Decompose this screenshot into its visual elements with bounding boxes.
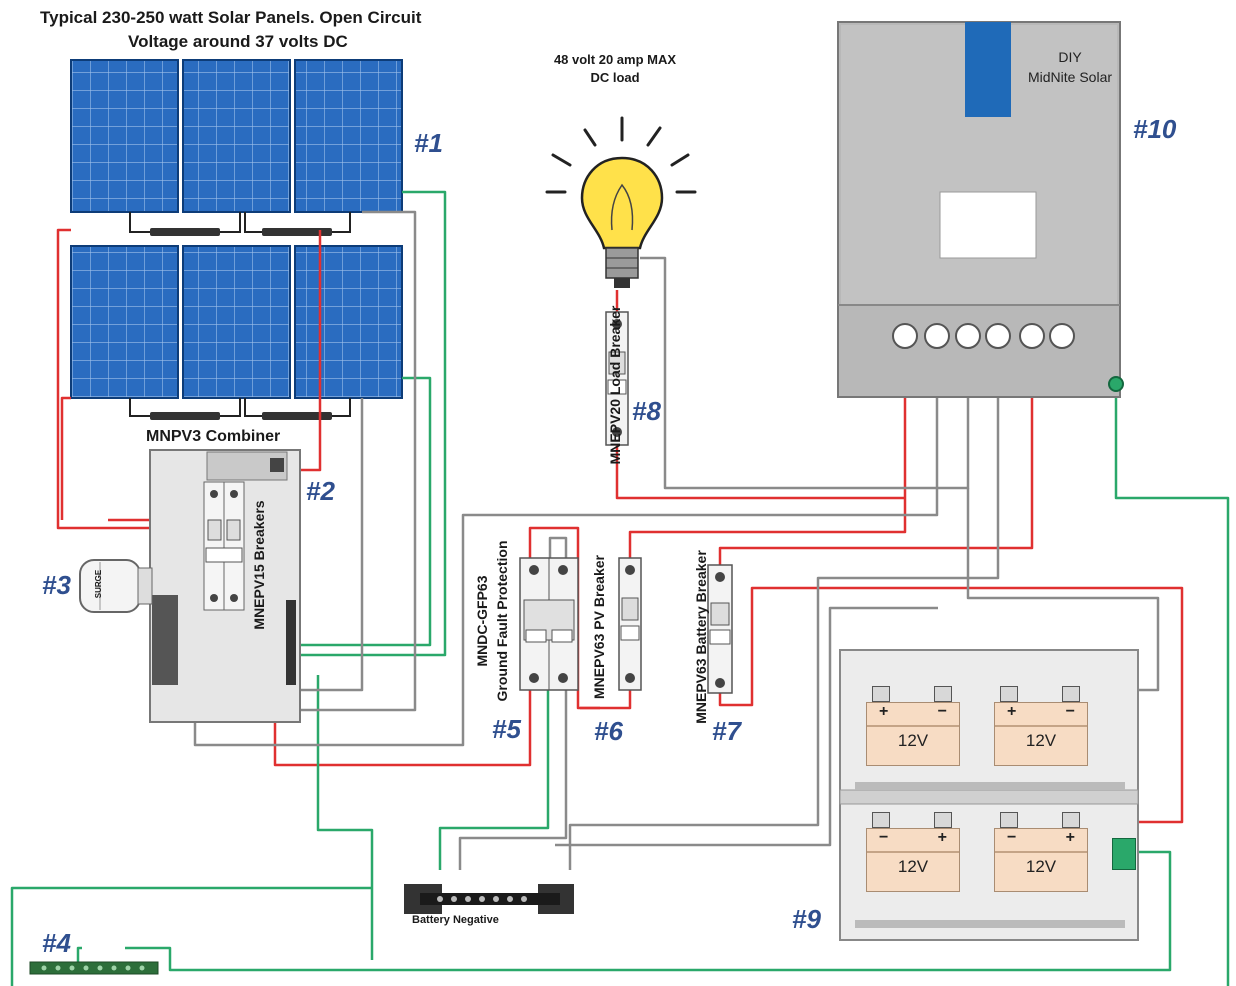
battery-12v: + −12V (866, 702, 960, 766)
ground-bus-bar (29, 961, 159, 975)
solar-panel-3 (294, 59, 403, 213)
battery-terminal-sign: − (1007, 829, 1017, 846)
label-number-9: #9 (792, 904, 821, 934)
controller-label-2: MidNite Solar (1027, 69, 1113, 85)
battery-12v: + −12V (994, 702, 1088, 766)
battery-terminal (1000, 812, 1018, 828)
gray-to-battery-neg (568, 340, 1000, 870)
battery-voltage-label: 12V (1025, 857, 1057, 876)
combiner-label: MNPV3 Combiner (146, 428, 281, 445)
battery-breaker (707, 564, 733, 694)
green-to-ground-bar (316, 675, 374, 960)
battery-terminal-sign: + (1007, 703, 1017, 720)
solar-array (70, 59, 403, 399)
controller-ground-lug (1108, 376, 1124, 392)
gfp-label-2: Ground Fault Protection (494, 540, 510, 702)
green-left-ground (10, 886, 372, 986)
battery-ground-lug (1112, 838, 1136, 870)
label-number-6: #6 (594, 716, 623, 746)
solar-panel-1 (70, 59, 179, 213)
battery-terminal-sign: − (879, 829, 889, 846)
pv-positive-wire-2 (60, 396, 71, 520)
charge-controller (837, 21, 1124, 398)
battery-terminal (1062, 812, 1080, 828)
label-number-10: #10 (1133, 114, 1177, 144)
solar-panel-6 (294, 245, 403, 399)
battery-voltage-label: 12V (897, 857, 929, 876)
red-battery-breaker-top (718, 340, 1034, 565)
battery-voltage-label: 12V (1025, 731, 1057, 750)
green-gfp (438, 690, 550, 870)
battery-terminal-sign: + (1065, 829, 1075, 846)
red-to-gfp (273, 470, 600, 767)
red-battery-positive (718, 586, 1184, 824)
battery-terminal (1000, 686, 1018, 702)
battery-terminal (1062, 686, 1080, 702)
pv-breaker (618, 557, 642, 691)
solar-panel-5 (182, 245, 291, 399)
title-line-2: Voltage around 37 volts DC (128, 32, 348, 51)
battery-negative-bus (404, 884, 574, 914)
green-left-stub (76, 946, 82, 962)
gray-to-controller (193, 340, 939, 747)
battery-breaker-label: MNEPV63 Battery Breaker (693, 550, 709, 724)
ground-fault-protection (519, 557, 579, 691)
battery-terminal-sign: + (937, 829, 947, 846)
combiner-box (149, 449, 301, 723)
gfp-label-1: MNDC-GFP63 (474, 575, 490, 667)
gray-load-negative (640, 256, 970, 490)
label-number-8: #8 (632, 396, 661, 426)
controller-blue-panel (965, 22, 1011, 117)
controller-terminals (892, 323, 1075, 349)
green-battery-ground (125, 850, 1172, 972)
battery-negative-label: Battery Negative (412, 914, 499, 926)
battery-12v: − +12V (866, 828, 960, 892)
mc4-connectors (129, 212, 351, 420)
wires (10, 190, 1230, 986)
load-breaker-label: MNEPV20 Load Breaker (607, 305, 623, 465)
red-to-pv-breaker (580, 340, 907, 710)
combiner-terminal-block (152, 595, 178, 685)
green-controller-ground (1114, 385, 1230, 986)
title-line-1: Typical 230-250 watt Solar Panels. Open … (40, 8, 422, 27)
gray-battery-lower (555, 606, 938, 847)
green-ground-top (300, 190, 447, 657)
battery-voltage-label: 12V (897, 731, 929, 750)
battery-terminal (872, 686, 890, 702)
battery-terminal-sign: + (879, 703, 889, 720)
dc-load-bulb (545, 116, 697, 288)
battery-terminal (934, 812, 952, 828)
load-breaker (605, 311, 629, 446)
controller-display (939, 191, 1037, 259)
battery-terminal (934, 686, 952, 702)
battery-terminal-sign: − (937, 703, 947, 720)
label-number-7: #7 (712, 716, 741, 746)
surge-label: SURGE (94, 569, 103, 599)
breakers-label: MNEPV15 Breakers (251, 500, 267, 630)
label-number-2: #2 (306, 476, 335, 506)
red-load-bottom (615, 445, 905, 500)
battery-terminal-sign: − (1065, 703, 1075, 720)
load-label-2: DC load (590, 70, 640, 85)
solar-panel-4 (70, 245, 179, 399)
label-number-1: #1 (414, 128, 443, 158)
battery-12v: − +12V (994, 828, 1088, 892)
combiner-bus-bar (286, 600, 296, 685)
solar-panel-2 (182, 59, 291, 213)
load-label-1: 48 volt 20 amp MAX (553, 52, 677, 67)
controller-label-1: DIY (1058, 49, 1082, 65)
battery-terminal (872, 812, 890, 828)
surge-arrestor (79, 559, 153, 613)
label-number-3: #3 (42, 570, 71, 600)
label-number-4: #4 (42, 928, 71, 958)
label-number-5: #5 (492, 714, 521, 744)
pv-breaker-label: MNEPV63 PV Breaker (591, 555, 607, 699)
